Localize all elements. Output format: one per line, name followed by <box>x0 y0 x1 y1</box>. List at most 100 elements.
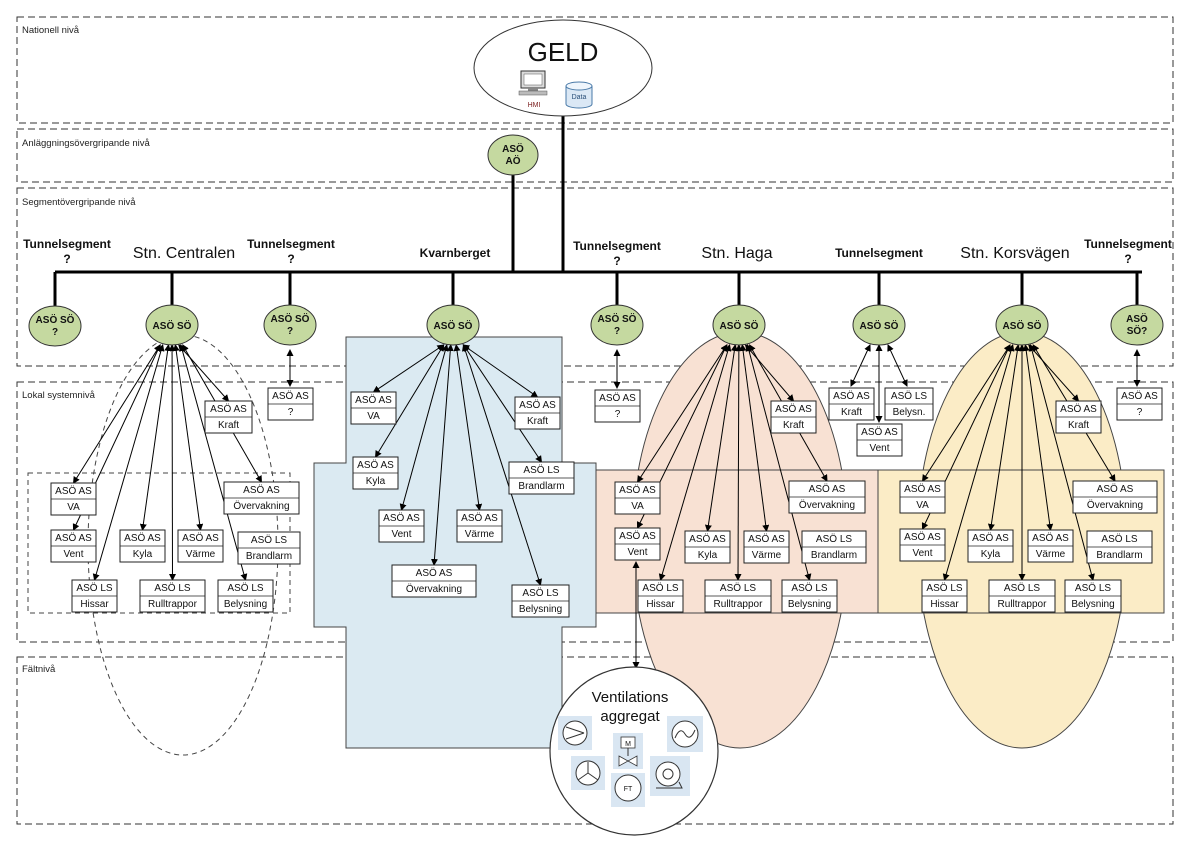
link-korsvagen-ls-belysning <box>1028 344 1095 581</box>
box-function-label: Hissar <box>80 599 109 610</box>
box-type-label: ASÖ AS <box>182 532 219 544</box>
box-function-label: Kraft <box>1068 420 1089 431</box>
station-label-centralen: Stn. Centralen <box>133 245 235 262</box>
tunnel-label-2: Tunnelsegment <box>247 237 335 251</box>
so-node-korsvagen: ASÖ SÖ <box>995 304 1049 346</box>
geld-ellipse <box>473 19 653 117</box>
so-node-tunnel-2: ASÖ SÖ ? <box>263 304 317 346</box>
box-function-label: Värme <box>465 529 495 540</box>
box-type-label: ASÖ AS <box>775 403 812 415</box>
band-field <box>16 656 1174 825</box>
box-haga-ls-rulltrappor: ASÖ LS Rulltrappor <box>704 579 772 613</box>
box-type-label: ASÖ AS <box>619 530 656 542</box>
box-type-label: ASÖ LS <box>720 582 756 594</box>
box-function-label: Hissar <box>646 599 675 610</box>
link-haga-ls-belysning <box>745 344 812 581</box>
svg-text:?: ? <box>287 252 294 266</box>
box-function-label: VA <box>631 501 644 512</box>
box-type-label: ASÖ AS <box>243 484 280 496</box>
centrifugal-fan-icon <box>650 756 690 796</box>
box-function-label: Övervakning <box>406 583 462 595</box>
geld-server: GELD HMI Data <box>473 19 653 117</box>
box-type-label: ASÖ AS <box>748 533 785 545</box>
box-type-label: ASÖ LS <box>642 582 678 594</box>
box-function-label: Vent <box>627 547 647 558</box>
svg-text:?: ? <box>614 326 620 337</box>
box-type-label: ASÖ AS <box>599 392 636 404</box>
so-node-tunnel-5: ASÖ SÖ? <box>1110 304 1164 346</box>
svg-text:AÖ: AÖ <box>506 154 521 167</box>
box-haga-as-overvakning: ASÖ AS Övervakning <box>788 480 866 514</box>
box-function-label: Rulltrappor <box>998 599 1048 610</box>
ventilation-title-2: aggregat <box>600 708 660 725</box>
box-function-label: Kraft <box>783 420 804 431</box>
box-type-label: ASÖ AS <box>55 485 92 497</box>
box-type-label: ASÖ AS <box>861 426 898 438</box>
svg-text:ASÖ SÖ: ASÖ SÖ <box>153 319 192 332</box>
box-function-label: Kraft <box>527 416 548 427</box>
flow-transmitter-icon: FT <box>611 773 645 807</box>
box-function-label: VA <box>367 411 380 422</box>
so-node-kvarnberget: ASÖ SÖ <box>426 304 480 346</box>
tunnel-label-5: Tunnelsegment <box>1084 237 1172 251</box>
box-function-label: ? <box>288 407 294 418</box>
level-label-facility: Anläggningsövergripande nivå <box>22 138 151 149</box>
so-node-tunnel-3: ASÖ SÖ ? <box>590 304 644 346</box>
box-type-label: ASÖ AS <box>519 399 556 411</box>
box-tunnel3-as-q: ASÖ AS? <box>594 389 641 423</box>
box-function-label: Hissar <box>930 599 959 610</box>
link-haga-ls-hissar <box>658 344 732 581</box>
link-kvarnberget-ls-belysning <box>462 344 542 586</box>
station-label-kvarnberget: Kvarnberget <box>420 246 491 260</box>
box-type-label: ASÖ LS <box>154 582 190 594</box>
box-haga-ls-hissar: ASÖ LS Hissar <box>637 579 684 613</box>
box-type-label: ASÖ AS <box>809 483 846 495</box>
svg-text:ASÖ SÖ: ASÖ SÖ <box>720 319 759 332</box>
box-function-label: Övervakning <box>799 499 855 511</box>
box-function-label: Rulltrappor <box>714 599 764 610</box>
svg-text:ASÖ SÖ: ASÖ SÖ <box>1003 319 1042 332</box>
box-type-label: ASÖ AS <box>55 532 92 544</box>
box-function-label: Övervakning <box>233 500 289 512</box>
box-function-label: Värme <box>186 549 216 560</box>
ventilation-title-1: Ventilations <box>592 689 669 706</box>
box-type-label: ASÖ LS <box>1101 533 1137 545</box>
hmi-label: HMI <box>528 102 541 109</box>
so-node-tunnel-4: ASÖ SÖ <box>852 304 906 346</box>
svg-text:?: ? <box>52 327 58 338</box>
box-function-label: VA <box>916 500 929 511</box>
box-function-label: ? <box>615 409 621 420</box>
box-type-label: ASÖ AS <box>210 403 247 415</box>
box-type-label: ASÖ AS <box>972 532 1009 544</box>
box-function-label: Kraft <box>218 420 239 431</box>
so-node-centralen: ASÖ SÖ <box>145 304 199 346</box>
link-centralen-as-kraft <box>178 344 230 402</box>
level-label-segment: Segmentövergripande nivå <box>22 197 136 208</box>
segment-labels: Tunnelsegment ? Stn. Centralen Tunnelseg… <box>23 237 1172 268</box>
level-label-national: Nationell nivå <box>22 25 80 36</box>
box-type-label: ASÖ LS <box>1075 582 1111 594</box>
box-type-label: ASÖ AS <box>416 567 453 579</box>
so-node-tunnel-1: ASÖ SÖ ? <box>28 305 82 347</box>
box-function-label: Kraft <box>841 407 862 418</box>
box-function-label: ? <box>1137 407 1143 418</box>
